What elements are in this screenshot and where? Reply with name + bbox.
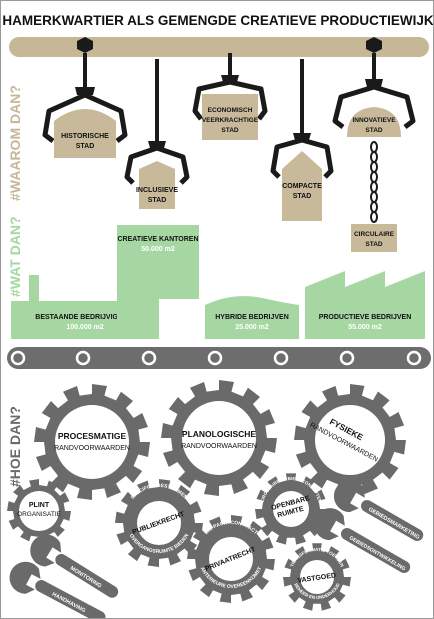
gear-vastgoed-shape bbox=[283, 543, 351, 611]
block-inclusieve bbox=[139, 161, 175, 209]
wrench-gebiedsmarketing: GEBIEDSMARKETING bbox=[333, 480, 424, 541]
svg-text:RANDVOORWAARDEN: RANDVOORWAARDEN bbox=[181, 443, 257, 450]
gear-privaatrecht-shape bbox=[187, 515, 275, 603]
svg-text:PLINT: PLINT bbox=[29, 502, 50, 509]
bolt-icon bbox=[366, 37, 382, 53]
conveyor-belt bbox=[7, 347, 431, 369]
gear-procesmatige: PROCESMATIGE RANDVOORWAARDEN bbox=[54, 431, 130, 452]
block-compacte bbox=[282, 151, 322, 221]
gear-procesmatige-shape bbox=[34, 384, 150, 500]
block-innovatieve bbox=[347, 107, 401, 137]
svg-text:PRODUCTIEVE BEDRIJVEN: PRODUCTIEVE BEDRIJVEN bbox=[319, 314, 412, 321]
svg-text:55.000 m2: 55.000 m2 bbox=[348, 324, 382, 331]
svg-text:HISTORISCHE: HISTORISCHE bbox=[61, 133, 109, 140]
gear-planologische: PLANOLOGISCHE RANDVOORWAARDEN bbox=[181, 429, 257, 450]
svg-text:GEBIEDSONTWIKKELING: GEBIEDSONTWIKKELING bbox=[348, 535, 406, 572]
svg-text:ORGANISATIE: ORGANISATIE bbox=[17, 511, 62, 518]
buildings: BESTAANDE BEDRIJVIGHEID 100.000 m2 CREAT… bbox=[11, 225, 425, 341]
crane-compacte: COMPACTE STAD bbox=[270, 59, 334, 221]
svg-text:50.000 m2: 50.000 m2 bbox=[141, 246, 175, 253]
svg-text:HYBRIDE BEDRIJVEN: HYBRIDE BEDRIJVEN bbox=[215, 314, 289, 321]
svg-text:PLANOLOGISCHE: PLANOLOGISCHE bbox=[182, 429, 256, 439]
svg-text:STAD: STAD bbox=[293, 193, 312, 200]
svg-text:100.000 m2: 100.000 m2 bbox=[66, 324, 103, 331]
page-title: HAMERKWARTIER ALS GEMENGDE CREATIEVE PRO… bbox=[2, 13, 434, 28]
svg-text:PROCESMATIGE: PROCESMATIGE bbox=[58, 431, 127, 441]
side-label-wat: #WAT DAN? bbox=[7, 216, 23, 297]
gears bbox=[7, 380, 406, 611]
crane-inclusieve: INCLUSIEVE STAD bbox=[124, 59, 190, 209]
svg-text:STAD: STAD bbox=[148, 197, 167, 204]
svg-text:25.000 m2: 25.000 m2 bbox=[235, 324, 269, 331]
block-circulaire bbox=[351, 224, 397, 252]
gear-publiekrecht-shape bbox=[115, 479, 203, 567]
svg-text:STAD: STAD bbox=[76, 143, 95, 150]
gear-fysieke-shape bbox=[294, 384, 406, 496]
svg-text:BESTAANDE BEDRIJVIGHEID: BESTAANDE BEDRIJVIGHEID bbox=[35, 314, 134, 321]
svg-text:COMPACTE: COMPACTE bbox=[282, 183, 322, 190]
side-label-waarom: #WAAROM DAN? bbox=[7, 85, 23, 201]
building-hybride bbox=[205, 296, 299, 339]
gear-plint: PLINT ORGANISATIE bbox=[17, 502, 62, 518]
svg-text:STAD: STAD bbox=[365, 241, 383, 248]
svg-text:GEBIEDSMARKETING: GEBIEDSMARKETING bbox=[367, 507, 420, 541]
gear-openbare-shape bbox=[255, 473, 327, 545]
svg-text:ECONOMISCH: ECONOMISCH bbox=[208, 107, 253, 114]
crane-economisch: ECONOMISCH VEERKRACHTIGE STAD bbox=[192, 53, 268, 140]
svg-text:CIRCULAIRE: CIRCULAIRE bbox=[354, 231, 395, 238]
block-economisch bbox=[202, 94, 258, 140]
svg-text:VEERKRACHTIGE: VEERKRACHTIGE bbox=[202, 117, 259, 124]
gear-plint-shape bbox=[7, 479, 71, 543]
crane-beam bbox=[9, 37, 429, 57]
bolt-icon bbox=[77, 37, 93, 53]
building-productieve bbox=[305, 271, 425, 339]
crane-innovatieve: INNOVATIEVE STAD CIRCULAIRE STAD bbox=[332, 53, 416, 252]
side-label-hoe: #HOE DAN? bbox=[7, 406, 23, 487]
svg-text:INCLUSIEVE: INCLUSIEVE bbox=[136, 187, 178, 194]
svg-text:INNOVATIEVE: INNOVATIEVE bbox=[352, 117, 396, 124]
svg-text:STAD: STAD bbox=[221, 127, 239, 134]
chain bbox=[370, 141, 378, 223]
svg-text:STAD: STAD bbox=[365, 127, 383, 134]
block-historische bbox=[54, 109, 116, 158]
svg-text:CREATIEVE KANTOREN: CREATIEVE KANTOREN bbox=[117, 236, 198, 243]
crane-historische: HISTORISCHE STAD bbox=[42, 53, 128, 158]
wrench-monitoring: MONITORING bbox=[30, 534, 119, 598]
svg-text:RANDVOORWAARDEN: RANDVOORWAARDEN bbox=[54, 445, 130, 452]
gear-planologische-shape bbox=[161, 380, 277, 496]
side-labels: #WAAROM DAN? #WAT DAN? #HOE DAN? bbox=[7, 85, 23, 487]
